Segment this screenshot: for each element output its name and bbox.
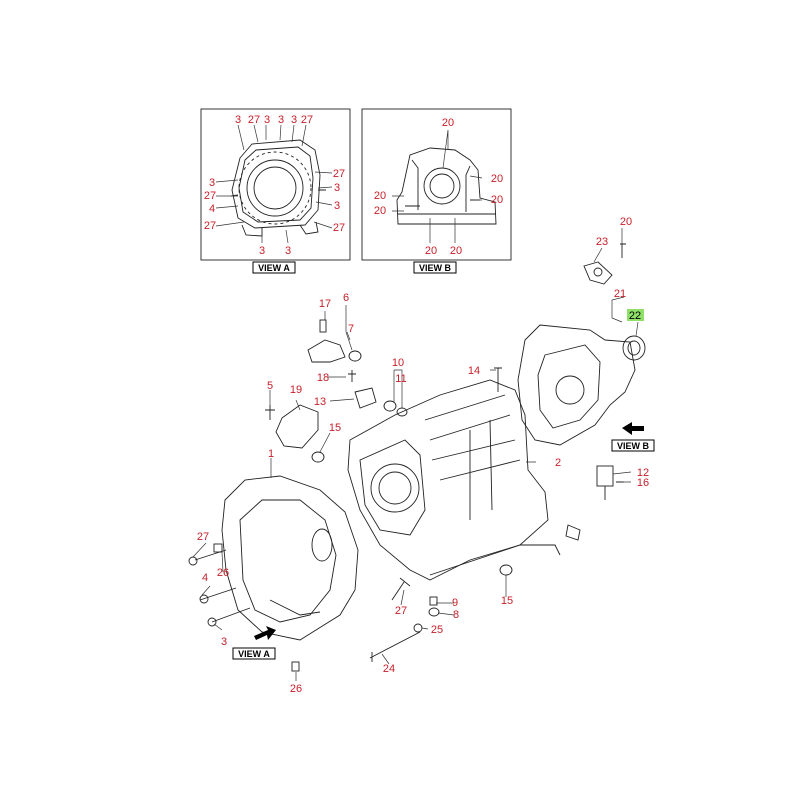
view-b-arrow xyxy=(622,422,644,435)
main-label-10: 18 xyxy=(317,372,329,384)
view-a-inset: 3 27 3 3 3 27 27 3 3 27 3 4 3 27 27 3 3 … xyxy=(200,108,351,274)
highlight-marker xyxy=(627,309,644,321)
view-b-label-1: 20 xyxy=(491,173,503,185)
view-a-housing-drawing xyxy=(230,139,326,237)
main-label-28: 24 xyxy=(383,663,395,675)
view-a-label-5: 27 xyxy=(301,114,313,126)
main-label-23: 9 xyxy=(452,597,458,609)
view-b-label-4: 20 xyxy=(374,205,386,217)
main-label-1: 23 xyxy=(596,236,608,248)
view-b-label-5: 20 xyxy=(425,245,437,257)
main-label-8: 11 xyxy=(395,373,406,385)
main-label-24: 8 xyxy=(453,609,459,621)
main-label-27: 25 xyxy=(431,624,443,636)
main-exploded-view: 20 23 21 22 17 6 7 10 11 14 18 13 5 19 1… xyxy=(188,216,655,695)
main-label-13: 19 xyxy=(290,384,302,396)
view-a-label-12: 3 xyxy=(259,245,265,257)
main-case-drawing xyxy=(347,379,581,581)
converter-housing-drawing xyxy=(221,475,359,641)
view-a-label-11: 4 xyxy=(209,203,215,215)
main-label-4: 17 xyxy=(319,298,331,310)
main-label-15: 1 xyxy=(268,448,274,460)
view-a-label-14: 27 xyxy=(204,220,216,232)
view-a-label-4: 3 xyxy=(291,114,297,126)
view-a-label-15: 3 xyxy=(285,245,291,257)
main-label-14: 15 xyxy=(329,422,341,434)
main-label-16: 2 xyxy=(555,457,561,469)
main-label-0: 20 xyxy=(620,216,632,228)
main-view-b-caption: VIEW B xyxy=(617,441,650,451)
main-label-7: 10 xyxy=(392,357,404,369)
main-label-2: 21 xyxy=(614,288,626,300)
main-label-11: 13 xyxy=(314,396,326,408)
main-label-9: 14 xyxy=(468,365,480,377)
main-label-3: 22 xyxy=(629,310,641,322)
view-a-label-6: 27 xyxy=(333,168,345,180)
view-b-label-3: 20 xyxy=(374,190,386,202)
main-label-5: 6 xyxy=(343,292,349,304)
main-label-18: 16 xyxy=(637,477,649,489)
view-b-caption: VIEW B xyxy=(419,263,452,273)
view-a-label-3: 3 xyxy=(278,114,284,126)
main-label-25: 27 xyxy=(395,605,407,617)
small-parts-drawing xyxy=(188,319,624,672)
main-view-a-caption: VIEW A xyxy=(238,649,270,659)
view-a-label-7: 3 xyxy=(334,182,340,194)
view-a-arrow xyxy=(254,626,276,640)
view-b-label-2: 20 xyxy=(491,194,503,206)
view-a-label-0: 3 xyxy=(235,114,241,126)
view-b-label-6: 20 xyxy=(450,245,462,257)
main-label-19: 27 xyxy=(197,531,209,543)
main-label-22: 3 xyxy=(221,636,227,648)
main-label-20: 26 xyxy=(217,567,229,579)
view-a-label-8: 3 xyxy=(334,200,340,212)
main-label-6: 7 xyxy=(348,323,354,335)
view-b-label-0: 20 xyxy=(442,117,454,129)
view-a-label-13: 27 xyxy=(204,190,216,202)
main-label-21: 4 xyxy=(202,572,208,584)
view-a-label-10: 3 xyxy=(209,177,215,189)
view-a-caption: VIEW A xyxy=(258,263,290,273)
view-a-label-1: 27 xyxy=(248,114,260,126)
view-a-label-9: 27 xyxy=(333,222,345,234)
main-label-26: 15 xyxy=(501,595,513,607)
view-b-inset: 20 20 20 20 20 20 20 20 VIEW B xyxy=(361,108,512,274)
main-label-29: 26 xyxy=(290,683,302,695)
view-b-case-drawing xyxy=(396,147,497,225)
main-label-17: 12 xyxy=(637,467,649,479)
view-a-label-2: 3 xyxy=(264,114,270,126)
main-label-12: 5 xyxy=(267,380,273,392)
extension-housing-drawing xyxy=(517,243,646,446)
